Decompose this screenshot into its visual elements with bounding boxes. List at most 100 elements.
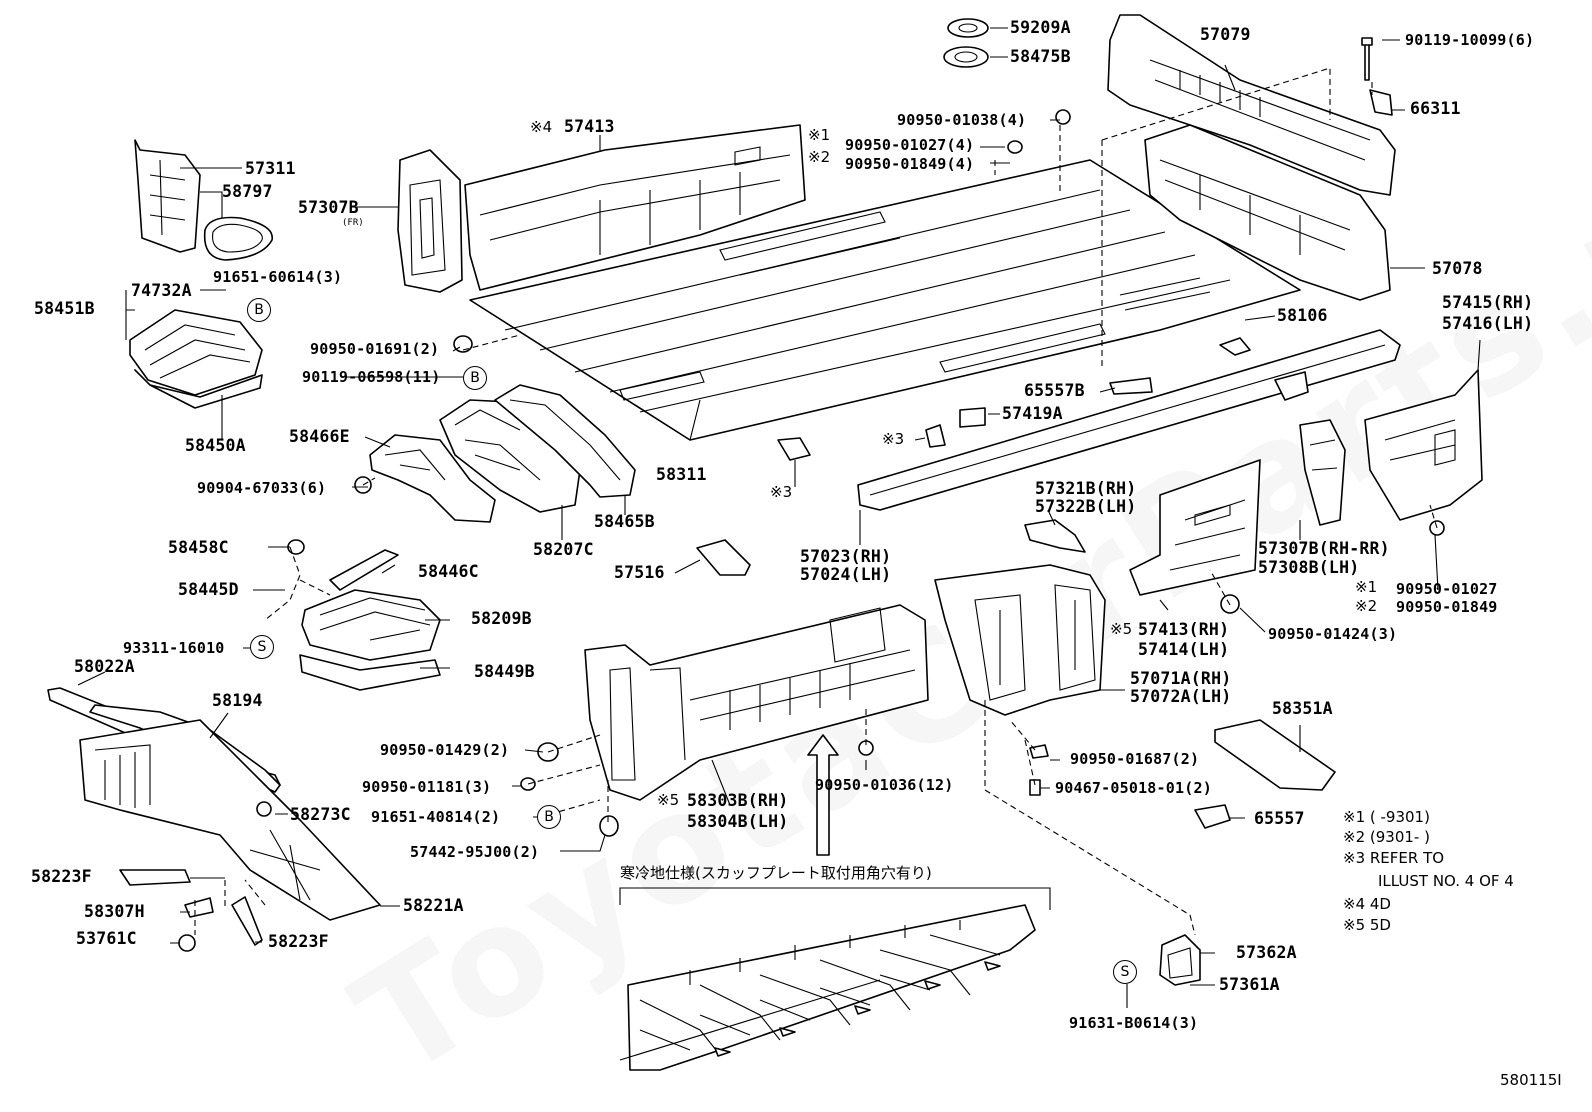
- label-58466E: 58466E: [289, 427, 350, 446]
- strip-58446C: [329, 549, 399, 591]
- label-93311-16010: 93311-16010: [123, 639, 225, 657]
- label-58221A: 58221A: [403, 896, 464, 915]
- diagram-id: 580115I: [1500, 1071, 1562, 1089]
- label-57419A: 57419A: [1002, 404, 1063, 423]
- label-57071A: 57071A(RH): [1130, 669, 1232, 688]
- label-90950-01027-r: 90950-01027: [1396, 580, 1498, 598]
- label-58209B: 58209B: [471, 609, 532, 628]
- bracket-57419A: [959, 407, 986, 428]
- label-58458C: 58458C: [168, 538, 229, 557]
- label-58223F-b: 58223F: [268, 932, 329, 951]
- label-90904-67033: 90904-67033(6): [197, 479, 327, 497]
- label-58311: 58311: [656, 465, 707, 484]
- label-57413-top: 57413: [564, 117, 615, 136]
- label-59209A: 59209A: [1010, 18, 1071, 37]
- label-57322B: 57322B(LH): [1035, 497, 1137, 516]
- pad-58223F-b: [231, 896, 263, 946]
- cold-spec-caption: 寒冷地仕様(スカッフプレート取付用角穴有り): [620, 864, 932, 882]
- quarter-57415: [1364, 369, 1483, 521]
- label-90950-01849-r: 90950-01849: [1396, 598, 1498, 616]
- label-57442-95J00: 57442-95J00(2): [410, 843, 540, 861]
- label-90467-05018: 90467-05018-01(2): [1055, 779, 1212, 797]
- clip-58307H: [184, 897, 214, 918]
- label-58207C: 58207C: [533, 540, 594, 559]
- label-ref3-a: ※3: [882, 430, 905, 448]
- label-57361A: 57361A: [1219, 975, 1280, 994]
- label-58106: 58106: [1277, 306, 1328, 325]
- bracket-58466E: [369, 434, 496, 523]
- label-58797: 58797: [222, 182, 273, 201]
- bracket-57516: [696, 539, 751, 576]
- rear-panel-57079: [1107, 14, 1396, 196]
- note-2: ※2 (9301- ): [1343, 828, 1430, 846]
- label-58450A: 58450A: [185, 436, 246, 455]
- mark-ref5-a: ※5: [1110, 620, 1133, 638]
- label-58303B: 58303B(RH): [687, 791, 789, 810]
- label-91651-40814: 91651-40814(2): [371, 808, 501, 826]
- bracket-ref3-b: [777, 437, 811, 461]
- mark-ref5-b: ※5: [657, 791, 680, 809]
- label-57416: 57416(LH): [1442, 314, 1534, 333]
- label-90950-01429: 90950-01429(2): [380, 741, 510, 759]
- label-90950-01691: 90950-01691(2): [310, 340, 440, 358]
- mark-ref4: ※4: [530, 118, 553, 136]
- gasket-58797: [203, 216, 273, 261]
- label-58194: 58194: [212, 691, 263, 710]
- floor-pan-58311: [469, 159, 1301, 441]
- panel-57311: [134, 139, 201, 253]
- circle-marker-b1: B: [247, 298, 271, 322]
- bracket-65557B: [1109, 377, 1153, 395]
- rear-member-57078: [1144, 124, 1391, 301]
- sill-58303B: [584, 604, 929, 801]
- bracket-57362A: [1159, 934, 1201, 986]
- label-58273C: 58273C: [290, 805, 351, 824]
- label-58223F-a: 58223F: [31, 867, 92, 886]
- label-90950-01027-top: 90950-01027(4): [845, 136, 975, 154]
- label-58022A: 58022A: [74, 657, 135, 676]
- note-5: ※5 5D: [1343, 916, 1391, 934]
- label-58351A: 58351A: [1272, 699, 1333, 718]
- label-58445D: 58445D: [178, 580, 239, 599]
- up-arrow: [807, 734, 839, 856]
- label-90950-01687: 90950-01687(2): [1070, 750, 1200, 768]
- member-57071A: [934, 564, 1106, 716]
- label-58451B: 58451B: [34, 299, 95, 318]
- label-90119-06598: 90119-06598(11): [302, 368, 441, 386]
- label-57311: 57311: [245, 159, 296, 178]
- label-90119-10099: 90119-10099(6): [1405, 31, 1535, 49]
- mark-ref1-top: ※1: [808, 126, 831, 144]
- label-58465B: 58465B: [594, 512, 655, 531]
- label-58475B: 58475B: [1010, 47, 1071, 66]
- bracket-58465B: [494, 384, 636, 498]
- circle-marker-s1: S: [250, 635, 274, 659]
- pillar-57307B-fr: [397, 149, 463, 293]
- circle-marker-b3: B: [537, 805, 561, 829]
- label-91651-60614: 91651-60614(3): [213, 268, 343, 286]
- label-57072A: 57072A(LH): [1130, 687, 1232, 706]
- note-3b: ILLUST NO. 4 OF 4: [1378, 872, 1514, 890]
- label-57307B-rr: 57307B(RH-RR): [1258, 539, 1390, 558]
- side-panel-57413-rh: [1129, 459, 1261, 596]
- label-74732A: 74732A: [131, 281, 192, 300]
- dashed-guides: [194, 67, 1438, 936]
- label-58304B: 58304B(LH): [687, 812, 789, 831]
- note-3: ※3 REFER TO: [1343, 849, 1445, 867]
- circle-marker-b2: B: [463, 366, 487, 390]
- bracket-57321B: [1024, 519, 1086, 553]
- mark-ref2-top: ※2: [808, 148, 831, 166]
- mark-ref2-r: ※2: [1355, 597, 1378, 615]
- label-57362A: 57362A: [1236, 943, 1297, 962]
- label-57024: 57024(LH): [800, 565, 892, 584]
- plate-58351A: [1214, 719, 1336, 791]
- label-57079: 57079: [1200, 25, 1251, 44]
- label-58307H: 58307H: [84, 902, 145, 921]
- label-57414-lh: 57414(LH): [1138, 640, 1230, 659]
- pad-58223F-a: [119, 869, 191, 886]
- label-65557B: 65557B: [1024, 381, 1085, 400]
- label-90950-01036: 90950-01036(12): [815, 776, 954, 794]
- bracket-65557: [1194, 804, 1231, 829]
- label-58446C: 58446C: [418, 562, 479, 581]
- label-65557: 65557: [1254, 809, 1305, 828]
- label-53761C: 53761C: [76, 929, 137, 948]
